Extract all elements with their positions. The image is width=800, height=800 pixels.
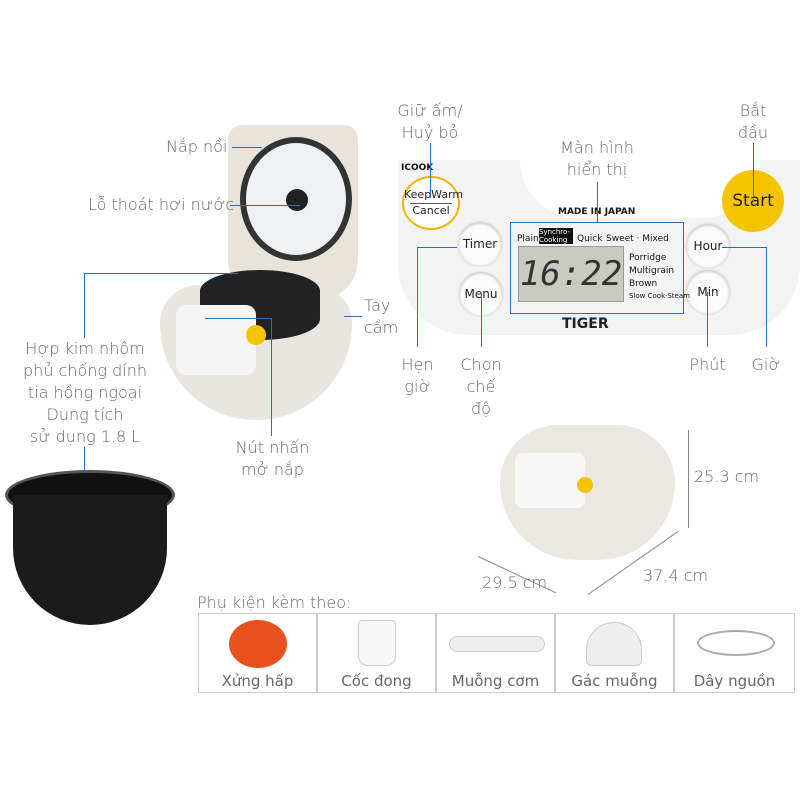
holder-icon (586, 622, 642, 666)
timer-button[interactable]: Timer (458, 222, 502, 266)
open-rice-cooker-image (158, 125, 358, 425)
lcd-display: 16:22 (518, 246, 624, 302)
display-highlight (510, 222, 684, 314)
mode-synchro: Synchro-Cooking (539, 228, 573, 244)
accessories-title: Phụ kiện kèm theo: (197, 593, 352, 612)
accessory-paddle-holder: Gác muỗng (555, 613, 674, 693)
closed-rice-cooker-image (495, 425, 680, 560)
mode-sweet-mixed: Sweet · Mixed (606, 234, 669, 244)
mode-porridge: Porridge (629, 253, 667, 263)
inner-pot-image (5, 470, 175, 626)
dimension-width: 29.5 cm (482, 573, 548, 592)
label-lid: Nắp nồi (166, 137, 228, 156)
mode-multigrain: Multigrain (629, 266, 675, 276)
accessory-rice-paddle: Muỗng cơm (436, 613, 555, 693)
label-min: Phút (689, 355, 726, 374)
hour-button[interactable]: Hour (686, 224, 730, 268)
dimension-depth: 37.4 cm (643, 566, 709, 585)
mode-plain: Plain (517, 234, 539, 244)
mode-quick: Quick (577, 234, 603, 244)
brand-text: ICOOK (401, 163, 434, 173)
paddle-icon (449, 636, 545, 652)
made-in-japan: MADE IN JAPAN (558, 207, 636, 217)
accessory-steamer: Xửng hấp (198, 613, 317, 693)
cup-icon (358, 620, 396, 666)
accessory-measuring-cup: Cốc đong (317, 613, 436, 693)
tiger-logo: TIGER (562, 316, 609, 332)
mode-slowcook: Slow Cook·Steam (629, 292, 690, 300)
label-hour: Giờ (751, 355, 781, 374)
min-button[interactable]: Min (686, 270, 730, 314)
steamer-icon (229, 620, 287, 668)
label-steam-vent: Lỗ thoát hơi nước (88, 195, 235, 214)
dimension-height: 25.3 cm (694, 467, 760, 486)
mode-brown: Brown (629, 279, 658, 289)
steam-vent-icon (286, 189, 308, 211)
accessory-power-cord: Dây nguồn (674, 613, 795, 693)
label-keep-warm: Giữ ấm/Huỷ bỏ (397, 101, 463, 142)
power-cord-icon (697, 630, 775, 656)
